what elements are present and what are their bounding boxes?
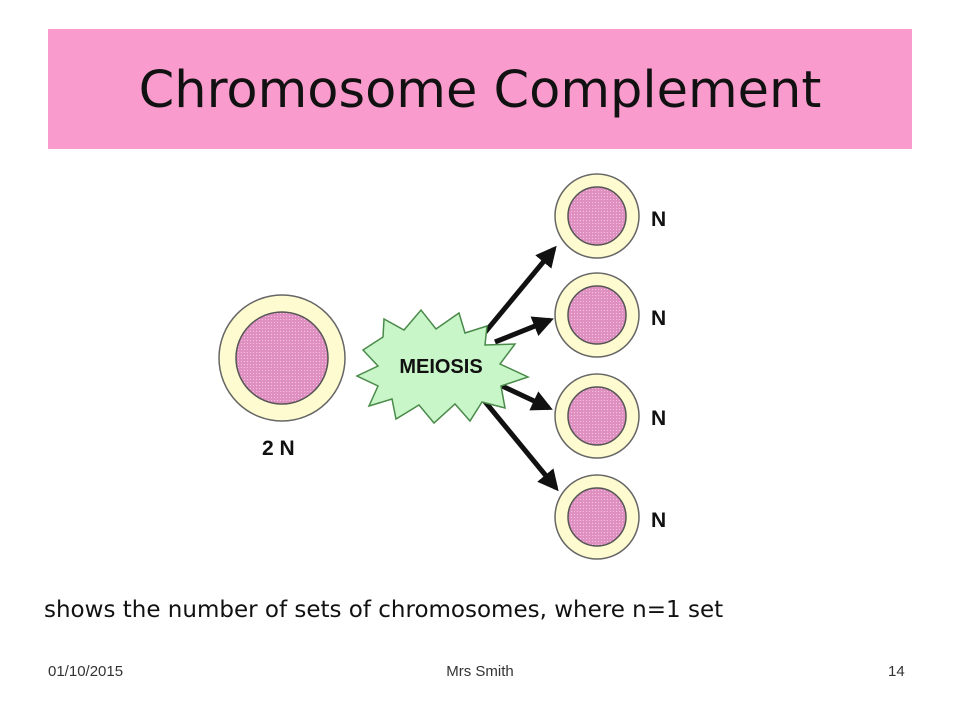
daughter-label-3: N (651, 407, 666, 430)
arrow-to-daughter-1 (480, 245, 557, 338)
daughter-label-1: N (651, 208, 666, 231)
daughter-cell-4 (554, 474, 640, 560)
footer-author: Mrs Smith (446, 663, 514, 680)
parent-label: 2 N (262, 437, 295, 460)
arrow-to-daughter-3 (498, 382, 553, 411)
daughter-cell-3 (554, 373, 640, 459)
arrow-to-daughter-4 (480, 396, 559, 492)
daughter-cell-1 (554, 173, 640, 259)
parent-cell (218, 294, 346, 422)
title-bar: Chromosome Complement (48, 29, 912, 149)
meiosis-burst (355, 308, 531, 425)
daughter-cell-2 (554, 272, 640, 358)
slide-title: Chromosome Complement (138, 61, 822, 120)
footer-date: 01/10/2015 (48, 663, 124, 680)
daughter-label-4: N (651, 509, 666, 532)
slide-caption: shows the number of sets of chromosomes,… (44, 597, 724, 623)
daughter-label-2: N (651, 307, 666, 330)
footer-page-number: 14 (888, 663, 905, 680)
meiosis-label: MEIOSIS (399, 356, 482, 378)
arrow-to-daughter-2 (494, 316, 554, 345)
